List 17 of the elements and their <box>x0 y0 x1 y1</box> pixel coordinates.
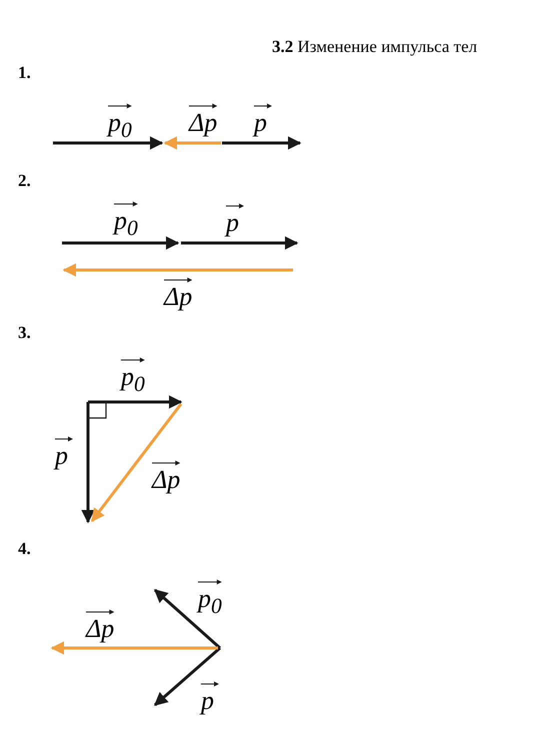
problem-number: 4. <box>18 540 31 557</box>
vector-label: p$_{0}$ <box>121 364 145 396</box>
vector-label: p <box>201 688 214 714</box>
vector-label: Δp <box>152 467 180 493</box>
problem-number: 2. <box>18 172 31 189</box>
vector-label: p <box>254 110 267 136</box>
vector-label: p$_{0}$ <box>198 586 222 618</box>
vector-label: p <box>226 210 239 236</box>
vector-label: Δp <box>164 284 192 310</box>
problem-number: 3. <box>18 324 31 341</box>
vector-label: p$_{0}$ <box>108 110 132 142</box>
vector-label: p$_{0}$ <box>114 208 138 240</box>
vector-label: Δp <box>86 616 114 642</box>
vector-label: Δp <box>189 110 218 136</box>
problem-number: 1. <box>18 64 31 81</box>
section-title: 3.2 Изменение импульса тел <box>272 38 478 55</box>
vector-label: p <box>55 443 68 469</box>
